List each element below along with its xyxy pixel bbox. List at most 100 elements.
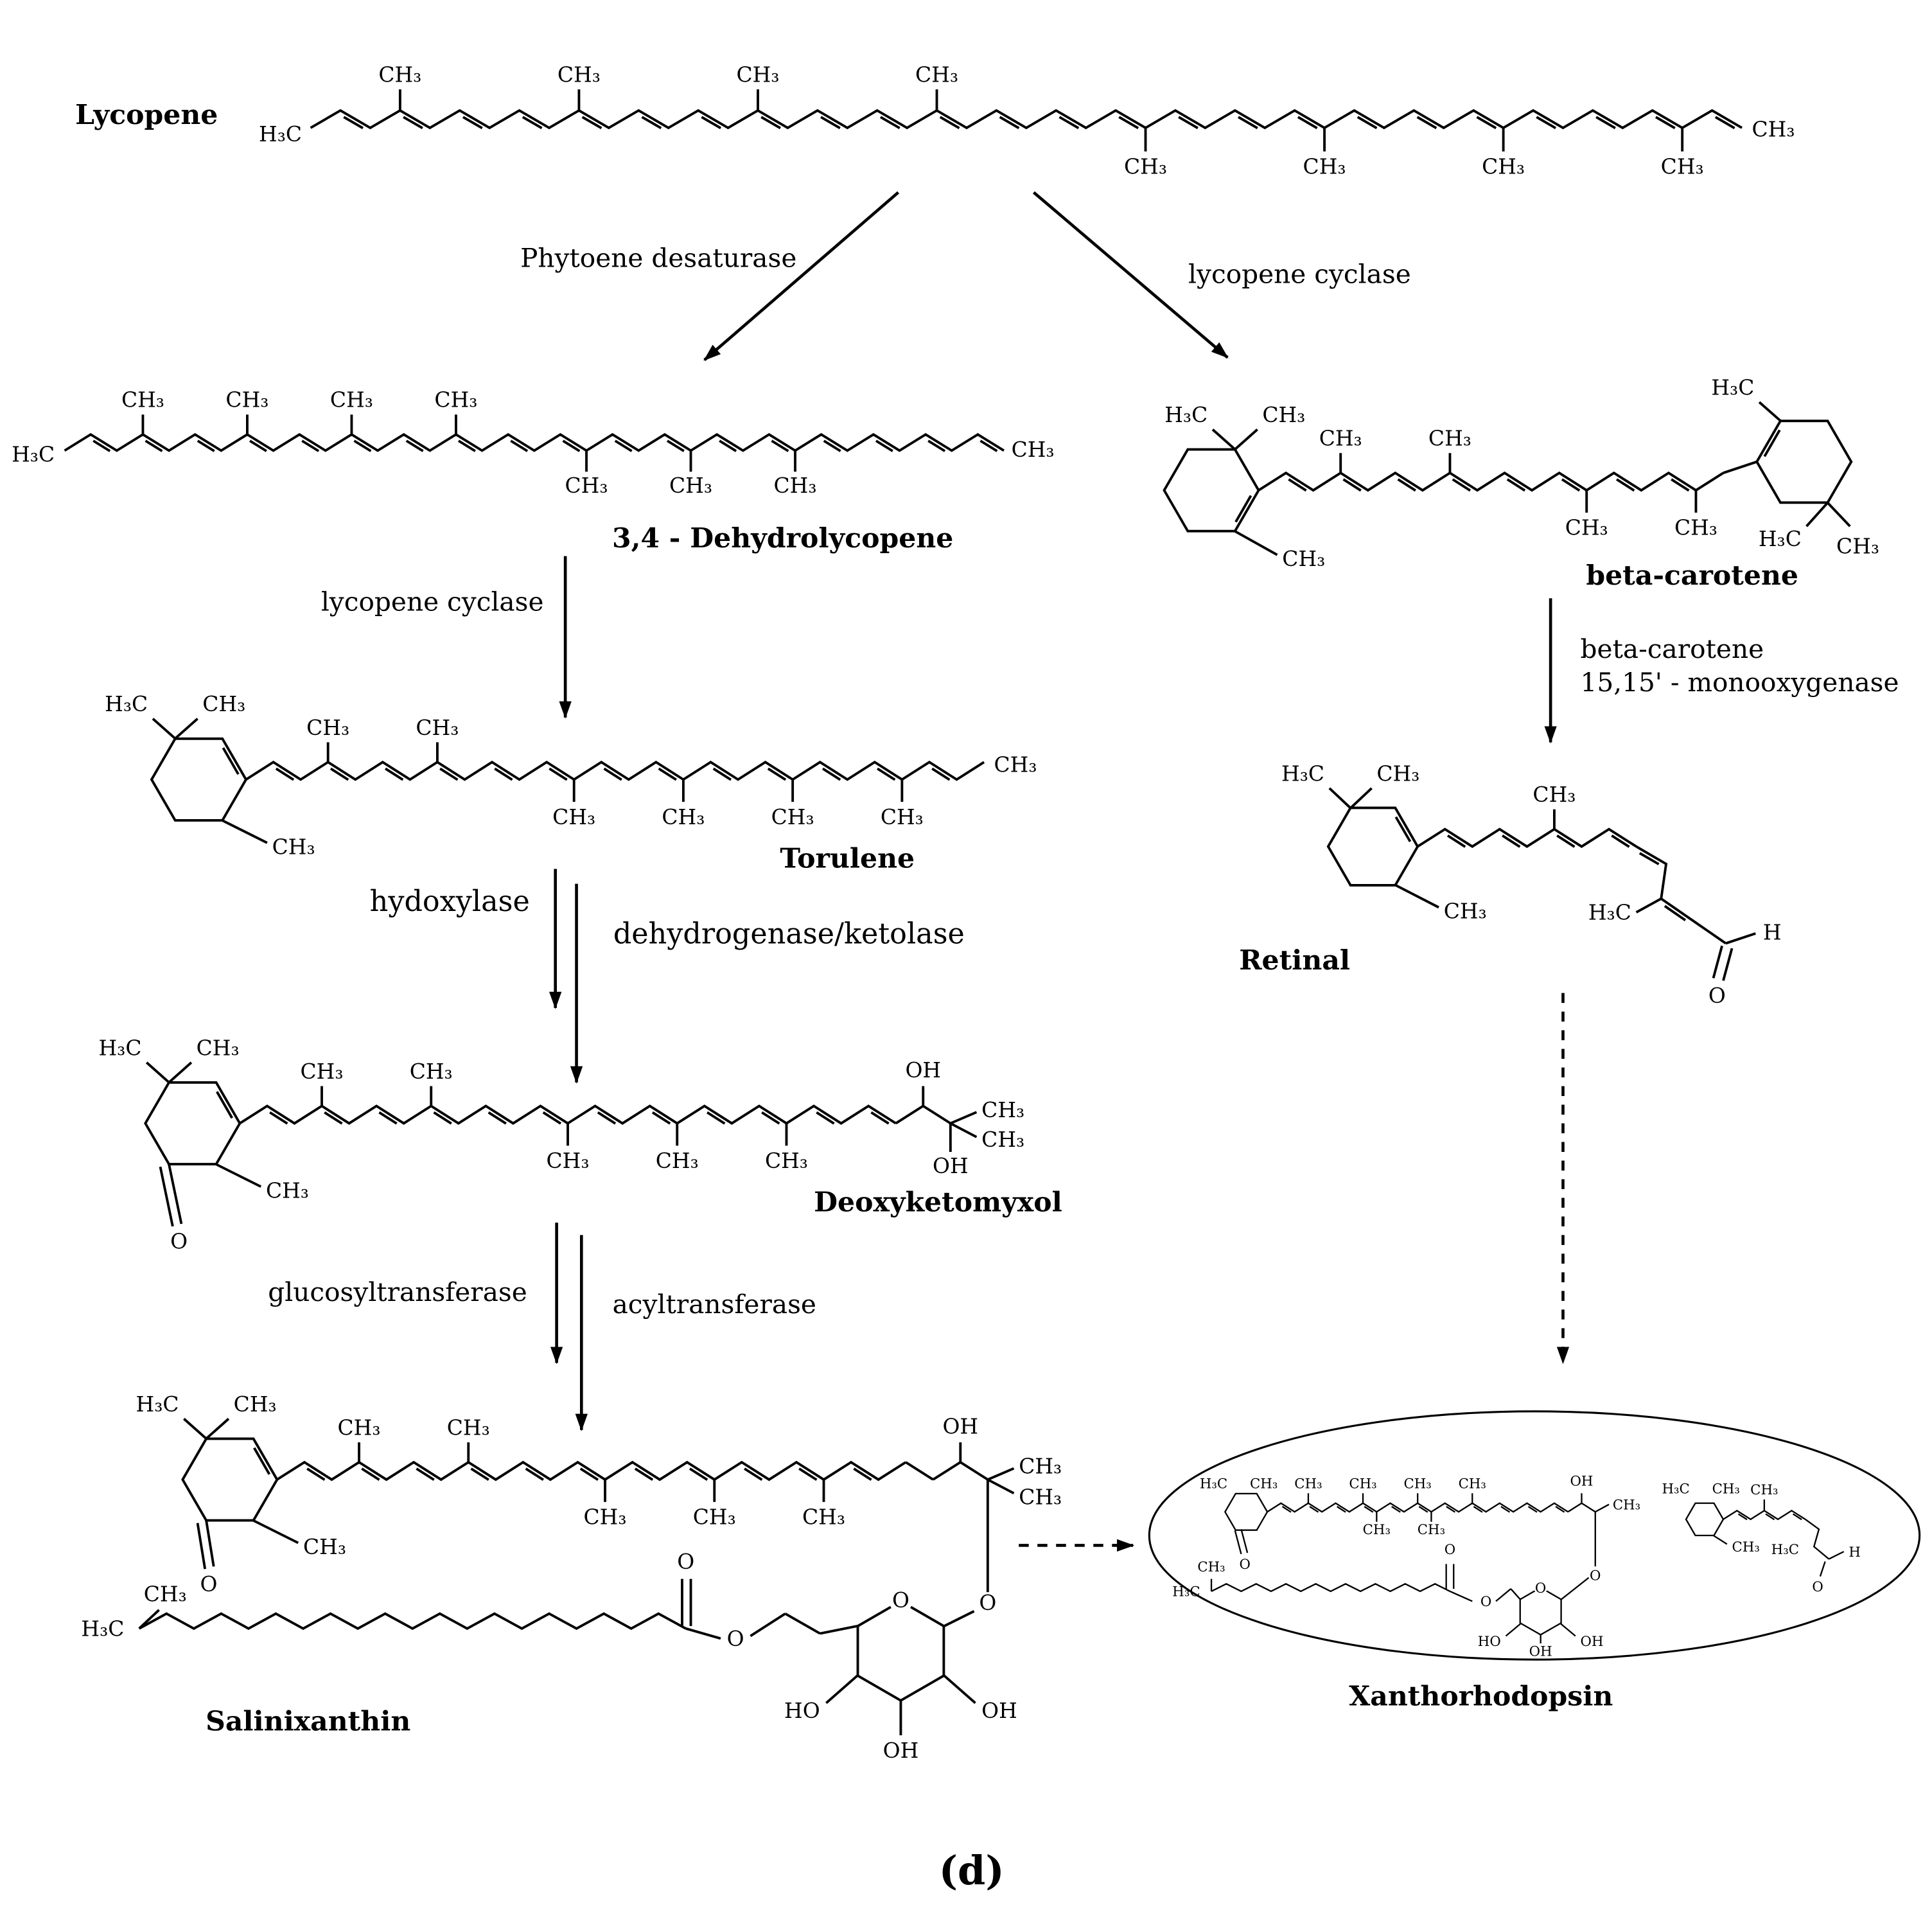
bond (760, 116, 781, 130)
bond (1765, 1513, 1775, 1521)
atom-label-ch3: CH₃ (1459, 1476, 1486, 1492)
atom-label-h3c: H₃C (1172, 1584, 1200, 1600)
atom-label-ch3: CH₃ (1012, 437, 1055, 462)
bond (1737, 1513, 1748, 1521)
bond (932, 1461, 962, 1481)
bond (1476, 116, 1497, 130)
atom-label-ch3: CH₃ (547, 1148, 590, 1173)
bond (944, 1610, 975, 1627)
bond (168, 1061, 193, 1084)
atom-label-h3c: H₃C (136, 1392, 179, 1417)
atom-label-h3c: H₃C (1711, 375, 1754, 400)
atom-label-ch3: CH₃ (306, 715, 349, 740)
bond (1326, 806, 1419, 887)
bond (979, 439, 998, 452)
bond (306, 1467, 326, 1481)
atom-label-ch3: CH₃ (693, 1505, 736, 1530)
bond (905, 1461, 934, 1481)
bond (1819, 1561, 1826, 1577)
atom-label-oh: OH (933, 1153, 969, 1178)
atom-label-ch3: CH₃ (225, 387, 268, 412)
atom-label-h3c: H₃C (1771, 1542, 1799, 1558)
bond (1336, 1505, 1346, 1513)
atom-label-h3c: H₃C (12, 442, 55, 467)
bond (820, 116, 841, 130)
bond (1685, 1502, 1725, 1537)
atom-label-h3c: H₃C (1281, 761, 1324, 786)
bond (1118, 116, 1139, 130)
atom-label-oh: OH (883, 1738, 919, 1763)
atom-label-h3c: H₃C (1759, 526, 1802, 551)
atom-label-ch3: CH₃ (1403, 1476, 1431, 1492)
bond (1397, 478, 1416, 492)
bond (1828, 1551, 1845, 1560)
atom-label-ch3: CH₃ (736, 62, 779, 87)
bond (1671, 478, 1690, 492)
bond (658, 767, 677, 781)
atom-label-ch3: CH₃ (802, 1505, 845, 1530)
label-backdrop (976, 1592, 999, 1616)
enzyme-hydoxylase: hydoxylase (370, 885, 530, 918)
bond (949, 1122, 978, 1138)
bond (987, 1478, 1015, 1495)
atom-label-ch3: CH₃ (552, 804, 595, 829)
bond (183, 1417, 207, 1440)
bond (276, 1460, 907, 1481)
bond (1555, 1505, 1565, 1513)
bond (1559, 1623, 1576, 1637)
bond (1328, 787, 1352, 809)
bond (581, 116, 602, 130)
bond (931, 767, 951, 781)
atom-label-ch3: CH₃ (1319, 426, 1362, 451)
atom-label-ch3: CH₃ (1712, 1481, 1740, 1497)
atom-label-ch3: CH₃ (1019, 1485, 1062, 1510)
atom-label-ch3: CH₃ (1836, 534, 1879, 559)
bond (798, 1467, 818, 1481)
bond (144, 1081, 242, 1166)
bond (877, 767, 896, 781)
bond (987, 1467, 1015, 1481)
atom-label-h3c: H₃C (81, 1616, 124, 1641)
atom-label-ch3: CH₃ (656, 1148, 699, 1173)
arrow-lycopene-to-dehydrolycopene (703, 191, 900, 362)
bond (329, 767, 349, 781)
atom-label-ch3: CH₃ (1197, 1559, 1225, 1575)
bond (856, 1600, 945, 1702)
atom-label-oh: OH (1581, 1634, 1604, 1650)
bond (152, 718, 177, 740)
bond (462, 116, 483, 130)
atom-label-ch3: CH₃ (300, 1059, 343, 1084)
bond (651, 1111, 671, 1125)
atom-label-ch3: CH₃ (1428, 426, 1471, 451)
bond (1763, 429, 1781, 457)
atom-label-ch3: CH₃ (774, 473, 817, 498)
bond (487, 1111, 507, 1125)
atom-label-h3c: H₃C (1662, 1481, 1689, 1497)
enzyme-acyltransferase: acyltransferase (613, 1289, 816, 1320)
enzyme-monooxygenase-line1: beta-carotene (1581, 633, 1764, 664)
atom-label-o: O (727, 1626, 744, 1651)
bond (1805, 502, 1829, 527)
bond (1238, 116, 1258, 130)
compound-torulene: Torulene (780, 843, 915, 875)
bond (275, 767, 295, 781)
bond (1755, 420, 1853, 504)
atom-label-ch3: CH₃ (558, 62, 601, 87)
bond (150, 737, 248, 822)
bond (1178, 116, 1199, 130)
atom-label-ch3: CH₃ (669, 473, 712, 498)
atom-label-o: O (677, 1549, 694, 1574)
bond (1309, 1505, 1319, 1513)
bond (1500, 1505, 1511, 1513)
compound-salinixanthin: Salinixanthin (206, 1705, 410, 1737)
bond (1281, 1505, 1292, 1513)
atom-label-ch3: CH₃ (1282, 546, 1325, 571)
atom-label-o: O (200, 1571, 217, 1596)
enzyme-dehydrogenase-ketolase: dehydrogenase/ketolase (613, 917, 965, 950)
atom-label-ch3: CH₃ (1444, 899, 1487, 924)
atom-label-ch3: CH₃ (1250, 1476, 1278, 1492)
bond (1394, 816, 1412, 842)
label-backdrop (1532, 1579, 1549, 1594)
bond (168, 1163, 183, 1225)
bond (1567, 1502, 1583, 1513)
